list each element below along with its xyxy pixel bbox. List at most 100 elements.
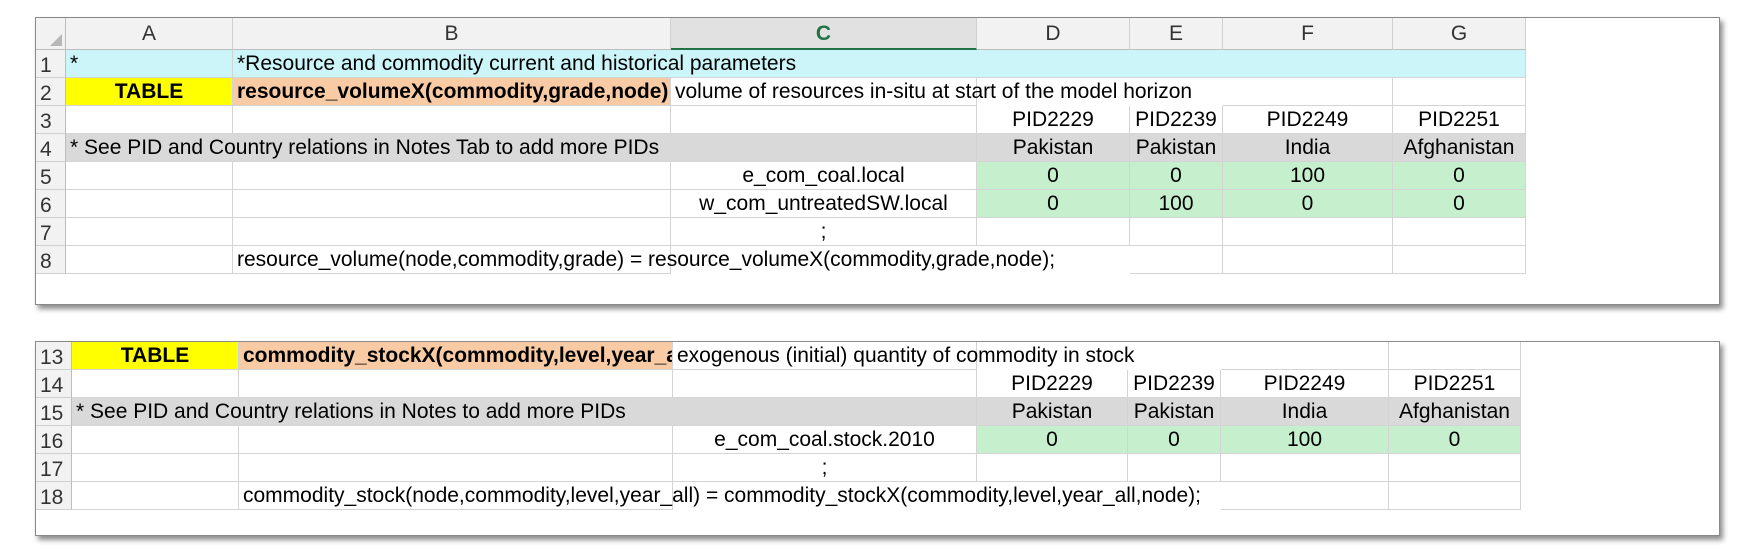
row-header-18[interactable]: 18 xyxy=(36,482,72,510)
cell-f5-value[interactable]: 100 xyxy=(1223,162,1393,190)
cell-f7[interactable] xyxy=(1223,218,1393,246)
cell-a1[interactable]: * xyxy=(66,50,233,78)
row-header-17[interactable]: 17 xyxy=(36,454,72,482)
cell-g18[interactable] xyxy=(1389,482,1521,510)
cell-b5[interactable] xyxy=(233,162,671,190)
cell-e15-country[interactable]: Pakistan xyxy=(1128,398,1221,426)
cell-c16-commodity[interactable]: e_com_coal.stock.2010 xyxy=(673,426,977,454)
row-header-8[interactable]: 8 xyxy=(36,246,66,274)
cell-b16[interactable] xyxy=(239,426,673,454)
cell-c7-terminator[interactable]: ; xyxy=(671,218,977,246)
cell-e6-value[interactable]: 100 xyxy=(1130,190,1223,218)
cell-b13-table-name[interactable]: commodity_stockX(commodity,level,year_al… xyxy=(239,342,673,370)
cell-d14-pid[interactable]: PID2229 xyxy=(977,370,1128,398)
row-header-15[interactable]: 15 xyxy=(36,398,72,426)
cell-b18-formula[interactable]: commodity_stock(node,commodity,level,yea… xyxy=(239,482,1201,510)
cell-a13-table-tag[interactable]: TABLE xyxy=(72,342,239,370)
cell-e3-pid[interactable]: PID2239 xyxy=(1130,106,1223,134)
cell-a18[interactable] xyxy=(72,482,239,510)
column-header-a[interactable]: A xyxy=(66,18,233,50)
cell-c3[interactable] xyxy=(671,106,977,134)
cell-f4-country[interactable]: India xyxy=(1223,134,1393,162)
cell-c14[interactable] xyxy=(673,370,977,398)
cell-f15-country[interactable]: India xyxy=(1221,398,1389,426)
cell-e8[interactable] xyxy=(1130,246,1223,274)
cell-e16-value[interactable]: 0 xyxy=(1128,426,1221,454)
cell-c5-commodity[interactable]: e_com_coal.local xyxy=(671,162,977,190)
cell-b14[interactable] xyxy=(239,370,673,398)
cell-f6-value[interactable]: 0 xyxy=(1223,190,1393,218)
cell-a7[interactable] xyxy=(66,218,233,246)
cell-b7[interactable] xyxy=(233,218,671,246)
cell-c2-description[interactable]: volume of resources in-situ at start of … xyxy=(671,78,1192,106)
row-header-2[interactable]: 2 xyxy=(36,78,66,106)
cell-f16-value[interactable]: 100 xyxy=(1221,426,1389,454)
cell-b8-formula[interactable]: resource_volume(node,commodity,grade) = … xyxy=(233,246,1055,274)
column-header-f[interactable]: F xyxy=(1223,18,1393,50)
row-header-7[interactable]: 7 xyxy=(36,218,66,246)
row-header-4[interactable]: 4 xyxy=(36,134,66,162)
cell-e5-value[interactable]: 0 xyxy=(1130,162,1223,190)
cell-b6[interactable] xyxy=(233,190,671,218)
cell-d3-pid[interactable]: PID2229 xyxy=(977,106,1130,134)
cell-g17[interactable] xyxy=(1389,454,1521,482)
cell-g3-pid[interactable]: PID2251 xyxy=(1393,106,1526,134)
cell-b3[interactable] xyxy=(233,106,671,134)
cell-g8[interactable] xyxy=(1393,246,1526,274)
cell-c6-commodity[interactable]: w_com_untreatedSW.local xyxy=(671,190,977,218)
cell-f13[interactable] xyxy=(1221,342,1389,370)
cell-g6-value[interactable]: 0 xyxy=(1393,190,1526,218)
cell-f3-pid[interactable]: PID2249 xyxy=(1223,106,1393,134)
cell-f2[interactable] xyxy=(1223,78,1393,106)
cell-b2-table-name[interactable]: resource_volumeX(commodity,grade,node) xyxy=(233,78,671,106)
cell-a4-note[interactable]: * See PID and Country relations in Notes… xyxy=(66,134,977,162)
cell-c17-terminator[interactable]: ; xyxy=(673,454,977,482)
cell-g2[interactable] xyxy=(1393,78,1526,106)
row-header-16[interactable]: 16 xyxy=(36,426,72,454)
cell-a16[interactable] xyxy=(72,426,239,454)
cell-d5-value[interactable]: 0 xyxy=(977,162,1130,190)
cell-a6[interactable] xyxy=(66,190,233,218)
cell-b1[interactable]: *Resource and commodity current and hist… xyxy=(233,50,1526,78)
cell-c13-description[interactable]: exogenous (initial) quantity of commodit… xyxy=(673,342,1135,370)
select-all-corner[interactable] xyxy=(36,18,66,50)
cell-g4-country[interactable]: Afghanistan xyxy=(1393,134,1526,162)
cell-e14-pid[interactable]: PID2239 xyxy=(1128,370,1221,398)
cell-a14[interactable] xyxy=(72,370,239,398)
cell-g15-country[interactable]: Afghanistan xyxy=(1389,398,1521,426)
column-header-g[interactable]: G xyxy=(1393,18,1526,50)
cell-d15-country[interactable]: Pakistan xyxy=(977,398,1128,426)
row-header-14[interactable]: 14 xyxy=(36,370,72,398)
cell-d6-value[interactable]: 0 xyxy=(977,190,1130,218)
cell-f8[interactable] xyxy=(1223,246,1393,274)
cell-a5[interactable] xyxy=(66,162,233,190)
row-header-6[interactable]: 6 xyxy=(36,190,66,218)
cell-a8[interactable] xyxy=(66,246,233,274)
cell-d4-country[interactable]: Pakistan xyxy=(977,134,1130,162)
cell-f17[interactable] xyxy=(1221,454,1389,482)
cell-a3[interactable] xyxy=(66,106,233,134)
cell-a17[interactable] xyxy=(72,454,239,482)
cell-e17[interactable] xyxy=(1128,454,1221,482)
row-header-13[interactable]: 13 xyxy=(36,342,72,370)
row-header-5[interactable]: 5 xyxy=(36,162,66,190)
cell-d7[interactable] xyxy=(977,218,1130,246)
cell-g14-pid[interactable]: PID2251 xyxy=(1389,370,1521,398)
cell-e4-country[interactable]: Pakistan xyxy=(1130,134,1223,162)
cell-d16-value[interactable]: 0 xyxy=(977,426,1128,454)
cell-g16-value[interactable]: 0 xyxy=(1389,426,1521,454)
cell-f14-pid[interactable]: PID2249 xyxy=(1221,370,1389,398)
column-header-c[interactable]: C xyxy=(671,18,977,50)
row-header-1[interactable]: 1 xyxy=(36,50,66,78)
cell-e7[interactable] xyxy=(1130,218,1223,246)
cell-a2-table-tag[interactable]: TABLE xyxy=(66,78,233,106)
cell-g5-value[interactable]: 0 xyxy=(1393,162,1526,190)
column-header-b[interactable]: B xyxy=(233,18,671,50)
cell-g7[interactable] xyxy=(1393,218,1526,246)
row-header-3[interactable]: 3 xyxy=(36,106,66,134)
cell-b17[interactable] xyxy=(239,454,673,482)
cell-f18[interactable] xyxy=(1221,482,1389,510)
cell-g13[interactable] xyxy=(1389,342,1521,370)
column-header-e[interactable]: E xyxy=(1130,18,1223,50)
cell-d17[interactable] xyxy=(977,454,1128,482)
